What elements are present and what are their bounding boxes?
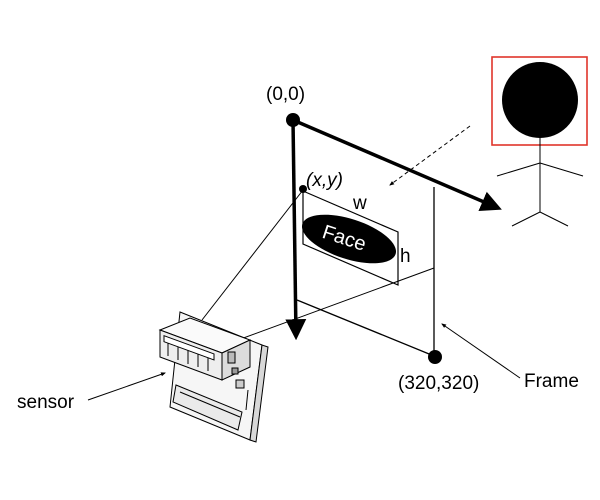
sensor-module-icon	[158, 311, 269, 443]
projection-line-bottom	[237, 267, 435, 341]
y-axis-arrow	[285, 119, 307, 341]
frame-bottom-edge	[296, 299, 435, 357]
view-direction-dashed-arrow	[389, 125, 471, 186]
frame-label: Frame	[524, 371, 579, 392]
projection-line-top	[201, 189, 304, 321]
frame-pointer-arrow	[441, 323, 521, 379]
corner-point	[428, 350, 442, 364]
origin-point	[286, 113, 300, 127]
xy-label: (x,y)	[306, 170, 343, 191]
person-head	[502, 62, 578, 138]
x-axis-arrow	[292, 118, 502, 212]
xy-point	[299, 185, 307, 193]
origin-label: (0,0)	[266, 84, 305, 105]
width-label: w	[352, 193, 367, 214]
height-label: h	[400, 246, 411, 267]
sensor-label: sensor	[17, 392, 75, 413]
stick-figure-icon	[491, 56, 588, 227]
face-ellipse	[301, 214, 397, 264]
corner-label: (320,320)	[398, 373, 479, 394]
sensor-pointer-arrow	[87, 372, 166, 401]
